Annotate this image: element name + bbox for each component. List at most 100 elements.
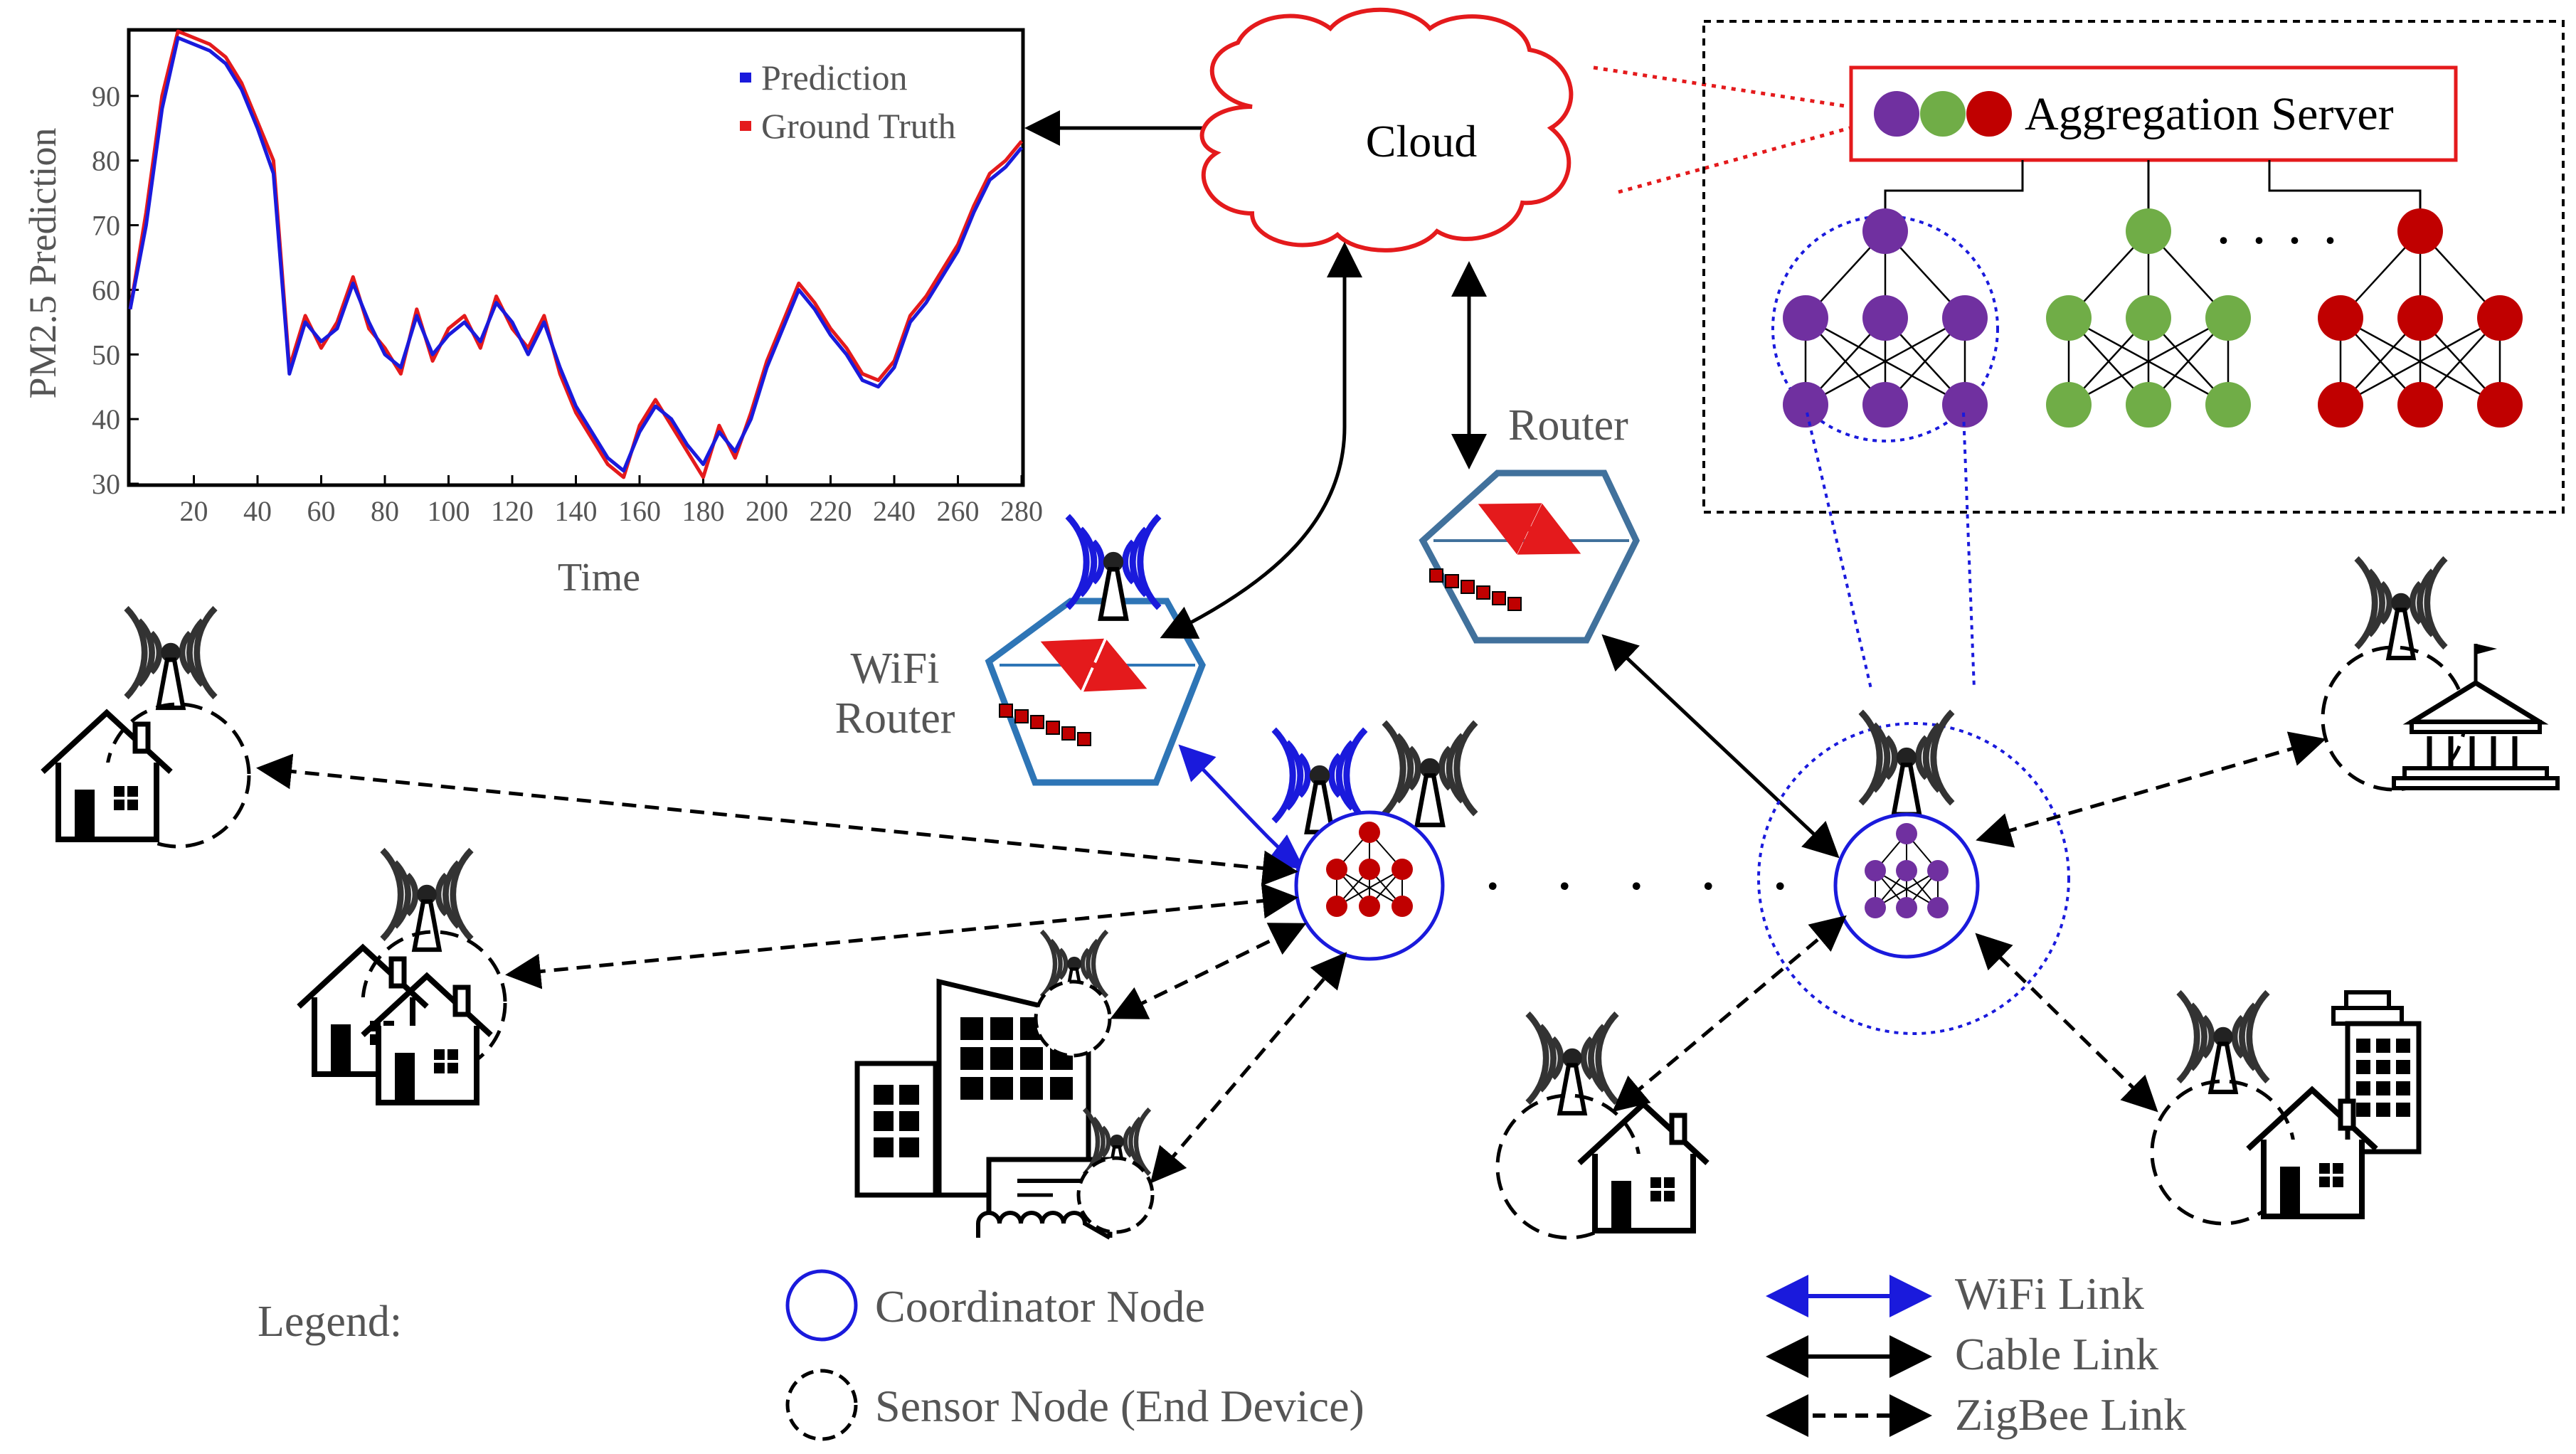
cloud-label: Cloud bbox=[1366, 116, 1477, 166]
models-ellipsis: . . . . bbox=[2218, 206, 2343, 253]
house-4-antenna-icon bbox=[2179, 992, 2268, 1092]
house-2-sensor-circle bbox=[361, 930, 507, 1076]
zigbee-link-government bbox=[1976, 731, 2326, 848]
chart-legend: Prediction Ground Truth bbox=[740, 58, 956, 146]
x-tick-label: 280 bbox=[1000, 495, 1043, 527]
neuron-node bbox=[2205, 382, 2251, 428]
y-tick-label: 50 bbox=[92, 339, 120, 371]
coordinator-right-network-icon bbox=[1865, 823, 1949, 918]
neuron-node bbox=[1896, 860, 1917, 881]
x-tick-label: 200 bbox=[746, 495, 788, 527]
wifi-router: WiFi Router bbox=[835, 516, 1206, 786]
coordinators-ellipsis: . . . . . bbox=[1487, 848, 1811, 900]
legend-cable-link-label: Cable Link bbox=[1955, 1329, 2158, 1379]
government-antenna-icon bbox=[2357, 558, 2446, 658]
neuron-node bbox=[1359, 822, 1380, 843]
neuron-node bbox=[2046, 295, 2092, 341]
neuron-node bbox=[1865, 860, 1886, 881]
server-dot-green bbox=[1920, 91, 1966, 137]
sensor-node-house-2 bbox=[299, 850, 507, 1103]
legend-sensor-label: Sensor Node (End Device) bbox=[875, 1381, 1364, 1431]
tower-building-icon bbox=[2331, 990, 2422, 1155]
y-tick-label: 90 bbox=[92, 80, 120, 112]
aggregation-server-label: Aggregation Server bbox=[2025, 88, 2394, 140]
x-tick-label: 240 bbox=[873, 495, 916, 527]
legend-swatch-prediction bbox=[740, 73, 751, 83]
sensor-node-house-3 bbox=[1495, 1014, 1707, 1240]
legend-sensor-symbol bbox=[785, 1369, 858, 1441]
neuron-node bbox=[2397, 208, 2443, 254]
neural-network-icon bbox=[1783, 208, 1988, 428]
neuron-node bbox=[1927, 897, 1949, 918]
cloud-server-link-bottom bbox=[1618, 126, 1850, 194]
server-to-model-red bbox=[2268, 160, 2422, 213]
coordinator-right-zoom-circle bbox=[1757, 722, 2070, 1035]
series-line-prediction bbox=[128, 36, 1023, 473]
sensor-node-government bbox=[2321, 558, 2560, 792]
neuron-node bbox=[2318, 382, 2363, 428]
neuron-node bbox=[1942, 382, 1988, 428]
x-tick-label: 160 bbox=[618, 495, 661, 527]
house-1-icon bbox=[43, 713, 171, 839]
coordinator-left-zigbee-antenna-icon bbox=[1384, 723, 1476, 825]
neuron-node bbox=[2126, 208, 2171, 254]
office-low-building-icon bbox=[854, 1061, 938, 1198]
neuron-node bbox=[2397, 295, 2443, 341]
legend-label-prediction: Prediction bbox=[761, 58, 908, 97]
legend-label-ground-truth: Ground Truth bbox=[761, 106, 956, 146]
x-tick-label: 60 bbox=[307, 495, 336, 527]
neuron-node bbox=[1862, 382, 1908, 428]
legend-wifi-link-label: WiFi Link bbox=[1955, 1268, 2144, 1319]
zigbee-links bbox=[256, 731, 2326, 1184]
neuron-node bbox=[2205, 295, 2251, 341]
neuron-node bbox=[1392, 896, 1413, 917]
cloud: Cloud bbox=[1199, 7, 1574, 253]
legend-zigbee-link-label: ZigBee Link bbox=[1955, 1389, 2186, 1440]
server-dot-red bbox=[1966, 91, 2012, 137]
wifi-router-label-line1: WiFi bbox=[851, 644, 940, 693]
sensor-node-house-4 bbox=[2150, 990, 2422, 1226]
neuron-node bbox=[1783, 295, 1828, 341]
chart-x-axis-label: Time bbox=[558, 556, 640, 600]
coordinator-right bbox=[1757, 712, 2070, 1035]
sensor-node-house-1 bbox=[43, 608, 251, 849]
x-tick-label: 260 bbox=[937, 495, 980, 527]
chart-series-lines bbox=[128, 29, 1023, 479]
neuron-node bbox=[1862, 295, 1908, 341]
x-tick-label: 180 bbox=[682, 495, 725, 527]
neural-network-icon bbox=[2046, 208, 2251, 428]
router-label: Router bbox=[1508, 401, 1628, 450]
zigbee-link-house-3 bbox=[1612, 915, 1847, 1113]
coordinator-left-network-icon bbox=[1326, 822, 1413, 917]
zigbee-link-factory bbox=[1150, 952, 1347, 1184]
legend-coordinator-label: Coordinator Node bbox=[875, 1281, 1205, 1332]
router-arrow bbox=[1478, 503, 1581, 555]
neuron-node bbox=[1865, 897, 1886, 918]
neuron-node bbox=[1896, 897, 1917, 918]
cloud-shape bbox=[1199, 7, 1574, 253]
house-3-antenna-icon bbox=[1528, 1014, 1617, 1113]
neural-network-icon bbox=[1326, 822, 1413, 917]
neuron-node bbox=[2397, 382, 2443, 428]
neuron-node bbox=[1783, 382, 1828, 428]
y-tick-label: 70 bbox=[92, 210, 120, 242]
office-sensor-circle bbox=[1034, 980, 1112, 1058]
neuron-node bbox=[1896, 823, 1917, 844]
x-tick-label: 120 bbox=[491, 495, 534, 527]
coordinator-right-antenna-icon bbox=[1861, 712, 1953, 814]
neuron-node bbox=[2046, 382, 2092, 428]
x-tick-label: 100 bbox=[428, 495, 470, 527]
x-tick-label: 80 bbox=[371, 495, 399, 527]
neuron-node bbox=[1942, 295, 1988, 341]
aggregation-panel-frame bbox=[1702, 20, 2565, 514]
wifi-router-arrow bbox=[1040, 638, 1147, 692]
x-tick-label: 40 bbox=[243, 495, 272, 527]
government-building-icon bbox=[2392, 644, 2560, 790]
wifi-router-body bbox=[985, 598, 1206, 786]
local-neural-networks bbox=[1783, 208, 2523, 428]
neuron-node bbox=[1927, 860, 1949, 881]
wifi-router-label-line2: Router bbox=[835, 694, 955, 743]
neuron-node bbox=[2477, 295, 2523, 341]
coordinator-left bbox=[1274, 723, 1476, 961]
